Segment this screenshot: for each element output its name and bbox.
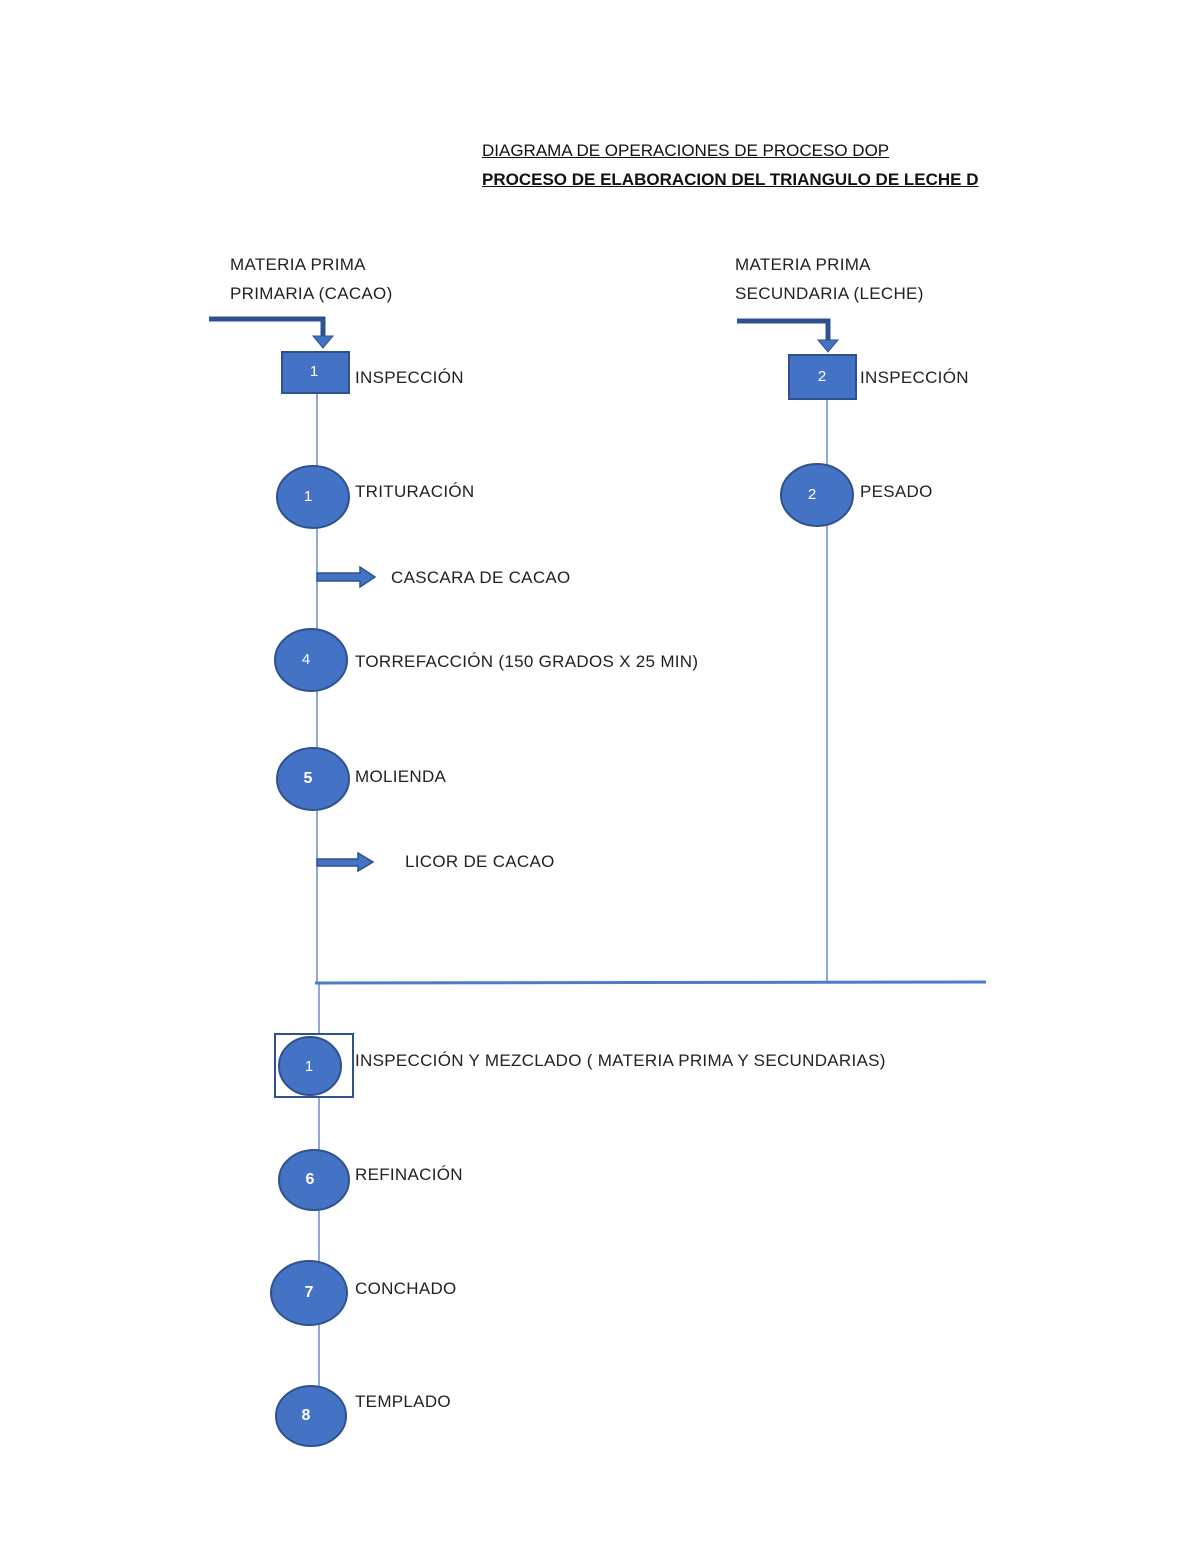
primary-source-line1: MATERIA PRIMA [230,255,366,274]
operation-number-molienda: 5 [303,770,313,787]
operation-number-templado: 8 [301,1407,311,1424]
secondary-source-label: MATERIA PRIMA SECUNDARIA (LECHE) [735,250,924,308]
step-label-torrefaccion: TORREFACCIÓN (150 GRADOS X 25 MIN) [355,652,699,671]
step-label-trituracion: TRITURACIÓN [355,482,475,501]
output-arrow-cascara [316,565,377,589]
diagram-subtitle: PROCESO DE ELABORACION DEL TRIANGULO DE … [482,170,979,189]
operation-number-pesado: 2 [807,486,817,503]
secondary-input-arrow [737,318,831,342]
primary-source-label: MATERIA PRIMA PRIMARIA (CACAO) [230,250,393,308]
secondary-input-arrowhead [816,339,840,353]
operation-number-trituracion: 1 [303,488,313,505]
step-label-inspeccion-left: INSPECCIÓN [355,368,464,387]
step-label-inspeccion-right: INSPECCIÓN [860,368,969,387]
operation-circle-refinacion [278,1149,350,1211]
step-label-mezclado: INSPECCIÓN Y MEZCLADO ( MATERIA PRIMA Y … [355,1051,886,1070]
output-label-licor: LICOR DE CACAO [405,852,555,871]
secondary-source-line2: SECUNDARIA (LECHE) [735,284,924,303]
combined-activity-number: 1 [304,1058,314,1075]
primary-input-arrowhead [311,335,335,349]
operation-circle-torrefaccion [274,628,348,692]
inspection-square-1 [281,351,350,394]
step-label-refinacion: REFINACIÓN [355,1165,463,1184]
output-label-cascara: CASCARA DE CACAO [391,568,571,587]
inspection-square-2 [788,354,857,400]
step-label-pesado: PESADO [860,482,933,501]
operation-circle-templado [275,1385,347,1447]
step-label-conchado: CONCHADO [355,1279,457,1298]
operation-circle-pesado [780,463,854,527]
step-label-molienda: MOLIENDA [355,767,447,786]
operation-number-torrefaccion: 4 [301,651,311,668]
primary-source-line2: PRIMARIA (CACAO) [230,284,393,303]
primary-input-arrow [209,316,326,338]
merge-line [314,980,987,985]
combined-activity-circle [278,1036,342,1096]
step-label-templado: TEMPLADO [355,1392,451,1411]
inspection-number-1: 1 [309,363,319,380]
operation-number-conchado: 7 [304,1284,314,1301]
inspection-number-2: 2 [817,368,827,385]
operation-circle-trituracion [276,465,350,529]
output-arrow-licor [316,851,375,873]
diagram-title: DIAGRAMA DE OPERACIONES DE PROCESO DOP [482,141,890,160]
operation-number-refinacion: 6 [305,1171,315,1188]
operation-circle-molienda [276,747,350,811]
secondary-source-line1: MATERIA PRIMA [735,255,871,274]
operation-circle-conchado [270,1260,348,1326]
